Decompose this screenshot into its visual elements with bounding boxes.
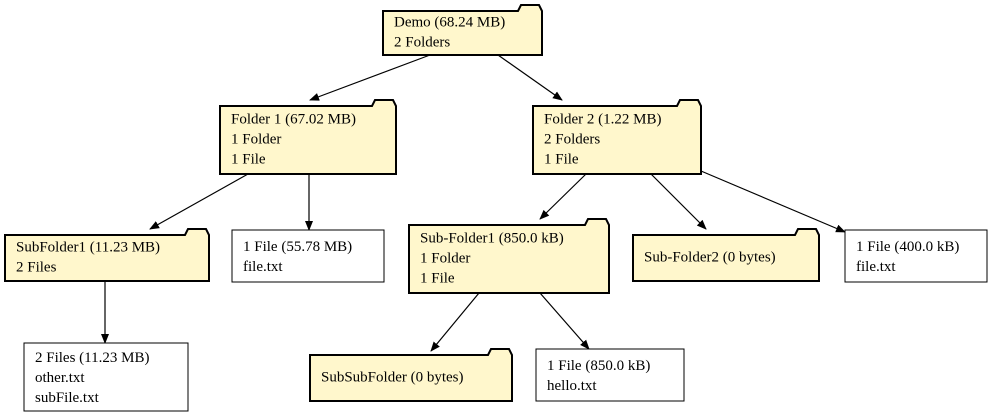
folder-node-sub-folder1[interactable]: Sub-Folder1 (850.0 kB) 1 Folder 1 File <box>408 218 610 294</box>
node-title: 1 File (850.0 kB) <box>547 358 650 374</box>
file-box <box>844 229 988 283</box>
folder-node-demo[interactable]: Demo (68.24 MB) 2 Folders <box>382 4 543 56</box>
node-title: Demo (68.24 MB) <box>394 15 505 31</box>
node-detail: 2 Folders <box>544 132 600 148</box>
node-title: Sub-Folder2 (0 bytes) <box>644 250 776 266</box>
folder-icon <box>632 228 820 282</box>
folder-node-subsubfolder[interactable]: SubSubFolder (0 bytes) <box>309 348 513 402</box>
file-box <box>23 342 189 412</box>
node-detail: 1 File <box>544 152 579 168</box>
node-title: 2 Files (11.23 MB) <box>35 350 149 366</box>
node-title: SubFolder1 (11.23 MB) <box>16 240 160 256</box>
edge-demo-to-folder1 <box>309 54 431 101</box>
node-title: SubSubFolder (0 bytes) <box>321 370 464 386</box>
node-detail: hello.txt <box>547 378 597 394</box>
node-title: Folder 2 (1.22 MB) <box>544 112 662 128</box>
node-detail: other.txt <box>35 370 85 386</box>
file-node-folder2-files[interactable]: 1 File (400.0 kB) file.txt <box>844 229 988 283</box>
node-title: Folder 1 (67.02 MB) <box>231 112 356 128</box>
node-title: 1 File (55.78 MB) <box>243 239 352 255</box>
node-detail: 1 Folder <box>231 132 281 148</box>
folder-node-subfolder1[interactable]: SubFolder1 (11.23 MB) 2 Files <box>4 228 210 282</box>
node-detail: 1 File <box>420 271 455 287</box>
edge-sub-folder1-to-sub-folder1-files <box>539 292 590 350</box>
folder-node-sub-folder2[interactable]: Sub-Folder2 (0 bytes) <box>632 228 820 282</box>
folder-icon <box>382 4 543 56</box>
folder-node-folder2[interactable]: Folder 2 (1.22 MB) 2 Folders 1 File <box>532 99 702 175</box>
folder-icon <box>408 218 610 294</box>
folder-node-folder1[interactable]: Folder 1 (67.02 MB) 1 Folder 1 File <box>219 99 397 175</box>
file-node-subfolder1-files[interactable]: 2 Files (11.23 MB) other.txt subFile.txt <box>23 342 189 412</box>
node-title: Sub-Folder1 (850.0 kB) <box>420 231 564 247</box>
node-detail: 2 Folders <box>394 35 450 51</box>
edge-folder1-to-subfolder1 <box>149 173 249 230</box>
folder-icon <box>219 99 397 175</box>
node-detail: 1 Folder <box>420 251 470 267</box>
node-title: 1 File (400.0 kB) <box>856 239 959 255</box>
node-detail: 1 File <box>231 152 266 168</box>
file-box <box>231 229 385 283</box>
file-node-folder1-files[interactable]: 1 File (55.78 MB) file.txt <box>231 229 385 283</box>
folder-icon <box>309 348 513 402</box>
node-detail: 2 Files <box>16 260 57 276</box>
edge-demo-to-folder2 <box>497 54 563 101</box>
edge-folder2-to-sub-folder2 <box>650 173 707 230</box>
file-box <box>535 348 685 402</box>
node-detail: subFile.txt <box>35 390 100 406</box>
node-detail: file.txt <box>243 259 283 275</box>
edge-folder2-to-sub-folder1 <box>539 173 587 220</box>
file-node-sub-folder1-files[interactable]: 1 File (850.0 kB) hello.txt <box>535 348 685 402</box>
folder-icon <box>4 228 210 282</box>
edge-folder2-to-folder2-files <box>700 170 846 233</box>
edge-sub-folder1-to-subsubfolder <box>430 292 480 352</box>
folder-icon <box>532 99 702 175</box>
edges-layer <box>101 54 846 352</box>
node-detail: file.txt <box>856 259 896 275</box>
